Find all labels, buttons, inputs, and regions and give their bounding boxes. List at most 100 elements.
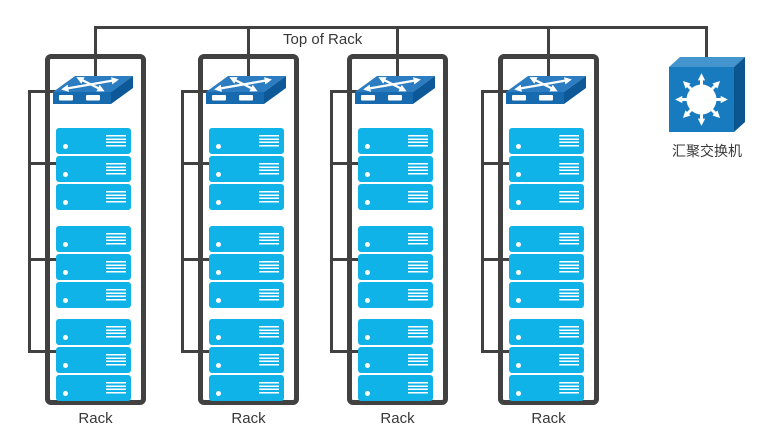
server-led bbox=[216, 270, 221, 275]
switch-port bbox=[512, 95, 526, 101]
server-vents-icon bbox=[106, 326, 126, 338]
server-led bbox=[216, 172, 221, 177]
server-node bbox=[358, 226, 433, 252]
server-vents-icon bbox=[106, 382, 126, 394]
tor-uplink-line bbox=[247, 26, 250, 78]
bus-stub-line bbox=[28, 258, 59, 261]
server-led bbox=[63, 391, 68, 396]
server-vents-icon bbox=[259, 326, 279, 338]
server-node bbox=[209, 128, 284, 154]
bus-stub-line bbox=[181, 90, 212, 93]
server-vents-icon bbox=[559, 191, 579, 203]
server-led bbox=[365, 335, 370, 340]
rack-group-4: Rack bbox=[481, 0, 599, 448]
rack-label: Rack bbox=[231, 410, 266, 427]
server-vents-icon bbox=[106, 233, 126, 245]
aggregation-uplink-line bbox=[705, 26, 708, 58]
server-vents-icon bbox=[259, 233, 279, 245]
server-vents-icon bbox=[408, 326, 428, 338]
server-led bbox=[516, 363, 521, 368]
switch-port bbox=[388, 95, 402, 101]
bus-stub-line bbox=[181, 350, 212, 353]
server-vents-icon bbox=[559, 289, 579, 301]
server-vents-icon bbox=[259, 191, 279, 203]
server-vents-icon bbox=[106, 354, 126, 366]
server-node bbox=[56, 347, 131, 373]
server-node bbox=[358, 282, 433, 308]
server-vents-icon bbox=[259, 289, 279, 301]
bus-stub-line bbox=[28, 90, 59, 93]
server-led bbox=[63, 363, 68, 368]
server-node bbox=[56, 226, 131, 252]
switch-side-face bbox=[564, 76, 586, 104]
switch-side-face bbox=[264, 76, 286, 104]
bus-stub-line bbox=[28, 162, 59, 165]
rack-group-3: Rack bbox=[330, 0, 448, 448]
server-node bbox=[509, 347, 584, 373]
cube-side-face bbox=[734, 57, 745, 132]
server-node bbox=[56, 375, 131, 401]
server-led bbox=[63, 200, 68, 205]
bus-stub-line bbox=[330, 350, 361, 353]
server-node bbox=[209, 319, 284, 345]
top-of-rack-label: Top of Rack bbox=[283, 31, 363, 48]
server-stack bbox=[209, 0, 284, 405]
server-node bbox=[209, 282, 284, 308]
server-vents-icon bbox=[408, 261, 428, 273]
server-led bbox=[216, 391, 221, 396]
server-vents-icon bbox=[559, 354, 579, 366]
server-node bbox=[509, 282, 584, 308]
server-led bbox=[216, 298, 221, 303]
server-node bbox=[209, 156, 284, 182]
switch-port bbox=[361, 95, 375, 101]
tor-switch-icon bbox=[206, 76, 286, 104]
tor-uplink-line bbox=[396, 26, 399, 78]
server-led bbox=[216, 363, 221, 368]
server-stack bbox=[358, 0, 433, 405]
server-node bbox=[56, 254, 131, 280]
server-led bbox=[216, 200, 221, 205]
switch-port bbox=[212, 95, 226, 101]
server-node bbox=[56, 184, 131, 210]
server-led bbox=[63, 335, 68, 340]
server-led bbox=[365, 270, 370, 275]
server-node bbox=[358, 184, 433, 210]
server-led bbox=[365, 363, 370, 368]
server-vents-icon bbox=[106, 135, 126, 147]
server-node bbox=[56, 128, 131, 154]
aggregation-switch-icon bbox=[669, 57, 745, 132]
server-node bbox=[56, 156, 131, 182]
server-vents-icon bbox=[106, 163, 126, 175]
server-vents-icon bbox=[559, 233, 579, 245]
server-node bbox=[358, 347, 433, 373]
server-led bbox=[216, 144, 221, 149]
server-node bbox=[209, 347, 284, 373]
bus-stub-line bbox=[330, 162, 361, 165]
server-vents-icon bbox=[408, 233, 428, 245]
switch-port bbox=[86, 95, 100, 101]
bus-stub-line bbox=[481, 258, 512, 261]
server-node bbox=[509, 254, 584, 280]
server-vents-icon bbox=[259, 382, 279, 394]
server-node bbox=[56, 282, 131, 308]
server-vents-icon bbox=[259, 163, 279, 175]
rack-label: Rack bbox=[78, 410, 113, 427]
server-led bbox=[516, 172, 521, 177]
server-stack bbox=[509, 0, 584, 405]
switch-side-face bbox=[413, 76, 435, 104]
server-vents-icon bbox=[408, 163, 428, 175]
server-bus-line bbox=[330, 90, 333, 353]
switch-side-face bbox=[111, 76, 133, 104]
server-led bbox=[63, 270, 68, 275]
server-bus-line bbox=[181, 90, 184, 353]
bus-stub-line bbox=[330, 90, 361, 93]
bus-stub-line bbox=[481, 350, 512, 353]
server-node bbox=[509, 128, 584, 154]
server-led bbox=[216, 242, 221, 247]
server-vents-icon bbox=[106, 261, 126, 273]
cube-top-face bbox=[669, 57, 745, 67]
server-led bbox=[365, 144, 370, 149]
server-led bbox=[365, 242, 370, 247]
server-node bbox=[56, 319, 131, 345]
